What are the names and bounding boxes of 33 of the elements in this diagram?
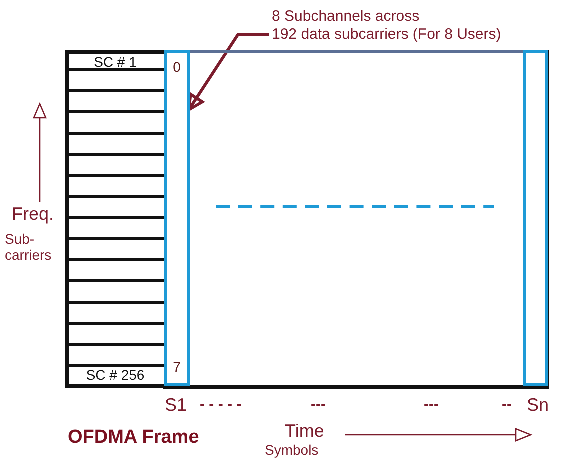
symbol-label: Sn	[527, 395, 550, 415]
subcarrier-row	[65, 324, 165, 346]
subcarrier-row	[65, 261, 165, 282]
symbol-column	[523, 50, 548, 386]
leader-arrow	[188, 34, 269, 112]
unit-label: Symbols	[265, 442, 319, 458]
symbol-label: S1	[165, 395, 188, 415]
axis-label: Freq.	[12, 204, 54, 225]
subcarrier-row	[65, 304, 165, 325]
ellipsis-dashes: --	[502, 396, 512, 413]
subcarrier-row	[65, 240, 165, 262]
subcarrier-row	[65, 282, 165, 304]
subcarrier-row	[65, 346, 165, 367]
callout-text: 8 Subchannels across 192 data subcarriers (For 8 Users)	[272, 8, 562, 44]
ellipsis-dashes: ---	[424, 396, 439, 413]
axis-label: Sub- carriers	[5, 231, 53, 263]
subcarrier-row: SC # 256	[65, 366, 165, 388]
axis-label: Time	[285, 421, 324, 442]
figure-caption: OFDMA Frame	[68, 427, 200, 449]
subchannel-number: 0	[172, 59, 182, 76]
subcarrier-row	[65, 176, 165, 198]
symbol-column	[164, 50, 190, 386]
subcarrier-row	[65, 219, 165, 240]
subcarrier-row	[65, 198, 165, 219]
ellipsis-dashes: ---	[311, 396, 326, 413]
ellipsis-dashes: - - - - -	[200, 396, 242, 413]
subcarrier-row	[65, 134, 165, 156]
subcarrier-row	[65, 71, 165, 92]
subchannel-number: 7	[172, 359, 182, 376]
subcarrier-row: SC # 1	[65, 50, 165, 72]
subcarrier-row	[65, 156, 165, 177]
subcarrier-row	[65, 113, 165, 134]
subcarrier-row	[65, 92, 165, 114]
